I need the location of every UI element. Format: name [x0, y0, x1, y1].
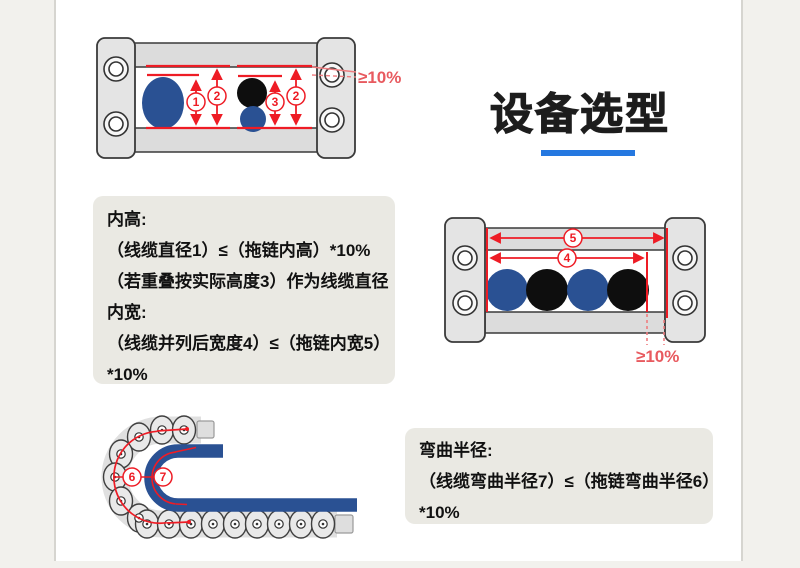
bend-radius-diagram: 6 7 [101, 415, 357, 539]
bolt-hole-icon [108, 116, 124, 132]
chain-end-cap [334, 514, 354, 534]
cable-bend [144, 444, 357, 512]
dimension-labels: 1 2 3 2 [186, 86, 306, 112]
spec-line: （线缆弯曲半径7）≤（拖链弯曲半径6） [419, 472, 720, 491]
chain-top-bar [133, 42, 319, 68]
tolerance-height-label: ≥10% [358, 68, 401, 87]
bolt-hole-icon [677, 250, 693, 266]
dimension-lines [146, 64, 312, 130]
tolerance-leader-lines [646, 314, 665, 345]
cable-small-blue [240, 106, 266, 132]
cable-blue [486, 269, 528, 311]
cable-large-blue [142, 77, 184, 129]
tolerance-leader-lines [311, 66, 357, 78]
bracket-left [444, 217, 486, 343]
bolt-hole-icon [108, 61, 124, 77]
spec-line: （线缆直径1）≤（拖链内高）*10% [107, 241, 371, 260]
label-2: 2 [214, 89, 221, 103]
bolt-hole-icon [677, 295, 693, 311]
label-5: 5 [570, 231, 577, 245]
spec-line: （若重叠按实际高度3）作为线缆直径 [107, 272, 389, 291]
bolt-hole-icon [324, 112, 340, 128]
cable-blue [567, 269, 609, 311]
spec-line: 内宽: [107, 303, 147, 322]
bracket-left [96, 37, 136, 159]
label-1: 1 [193, 95, 200, 109]
page-title: 设备选型 [489, 90, 670, 139]
inner-height-diagram: 1 2 3 2 ≥10% [96, 37, 401, 159]
bracket-right [664, 217, 706, 343]
cable-black [526, 269, 568, 311]
chain-bottom-bar [484, 311, 666, 334]
spec-line: *10% [419, 503, 460, 522]
dimension-labels: 5 4 [557, 228, 583, 268]
label-6: 6 [129, 470, 136, 484]
bolt-hole-icon [324, 67, 340, 83]
label-3: 3 [272, 95, 279, 109]
chain-bottom-bar [133, 127, 319, 153]
tolerance-width-label: ≥10% [636, 347, 679, 366]
spec-line: （线缆并列后宽度4）≤（拖链内宽5） [107, 334, 391, 353]
bolt-hole-icon [457, 250, 473, 266]
chain-end-cap [196, 420, 215, 439]
bolt-hole-icon [457, 295, 473, 311]
cable-black [237, 78, 267, 108]
cable-black [607, 269, 649, 311]
label-7: 7 [160, 470, 167, 484]
title-underline [541, 150, 635, 156]
spec-line: *10% [107, 365, 148, 384]
dimension-labels: 6 7 [122, 467, 173, 487]
spec-box-bend-radius: 弯曲半径: （线缆弯曲半径7）≤（拖链弯曲半径6） *10% [405, 428, 720, 524]
spec-line: 弯曲半径: [419, 441, 493, 460]
inner-width-diagram: 5 4 ≥10% [444, 217, 706, 366]
spec-line: 内高: [107, 210, 147, 229]
dimension-lines [486, 228, 668, 318]
spec-box-inner-size: 内高: （线缆直径1）≤（拖链内高）*10% （若重叠按实际高度3）作为线缆直径… [93, 196, 395, 384]
label-2b: 2 [293, 89, 300, 103]
label-4: 4 [564, 251, 571, 265]
arc-end-dots [185, 427, 191, 524]
bracket-right [316, 37, 356, 159]
